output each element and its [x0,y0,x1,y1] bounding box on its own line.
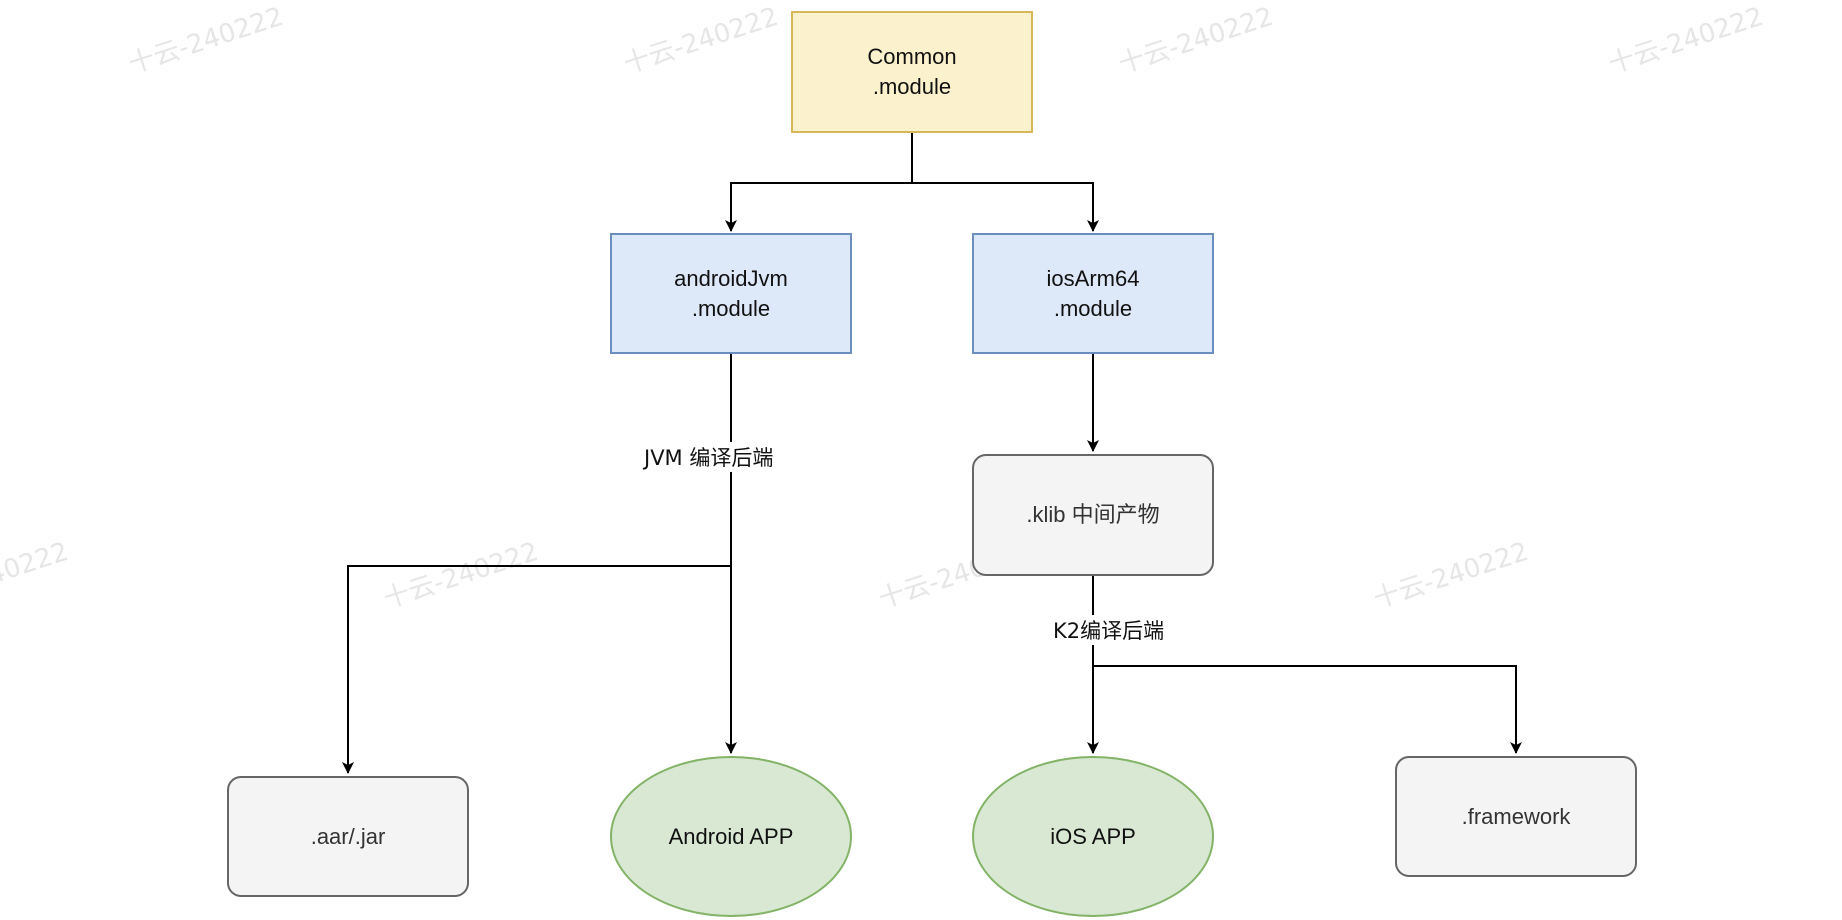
edge-klib-to-framework [1093,665,1522,754]
node-ios-app[interactable]: iOS APP [972,756,1214,917]
node-label: .framework [1461,803,1571,829]
edge-label-k2-backend: K2编译后端 [1051,615,1167,645]
node-label: iOS APP [1050,823,1136,849]
node-label: Android APP [668,823,794,849]
node-framework[interactable]: .framework [1395,756,1637,877]
node-label: .klib 中间产物 [1026,502,1160,527]
node-iosarm64-module[interactable]: iosArm64 .module [972,233,1214,354]
edge-common-to-iosarm64 [912,182,1099,232]
node-common-module[interactable]: Common .module [791,11,1033,133]
edge-label-jvm-backend: JVM 编译后端 [642,442,776,472]
node-label: androidJvm .module [674,265,788,321]
node-aar-jar[interactable]: .aar/.jar [227,776,469,897]
edge-androidjvm-to-aar-jar [342,565,731,774]
node-androidjvm-module[interactable]: androidJvm .module [610,233,852,354]
node-label: .aar/.jar [310,823,386,849]
edge-common-to-androidjvm [725,133,913,232]
node-klib-artifact[interactable]: .klib 中间产物 [972,454,1214,576]
node-label: Common .module [867,44,957,99]
node-android-app[interactable]: Android APP [610,756,852,917]
node-label: iosArm64 .module [1046,265,1140,321]
